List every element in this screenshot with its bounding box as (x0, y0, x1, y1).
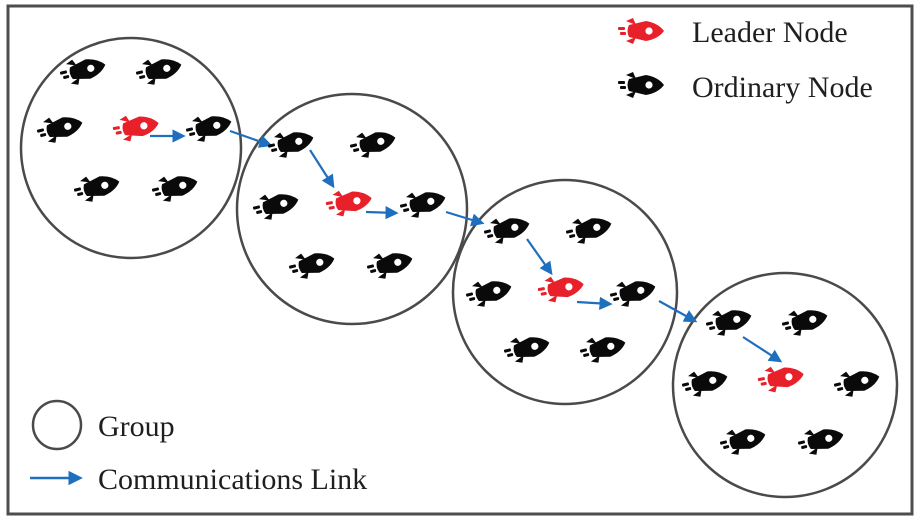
rocket-icon (577, 330, 629, 367)
rocket-icon-leader (324, 185, 374, 219)
rocket-icon (679, 364, 731, 401)
legend-leader-label: Leader Node (692, 16, 848, 49)
legend-group-label: Group (98, 410, 175, 443)
legend-ordinary-label: Ordinary Node (692, 71, 873, 104)
rocket-icon (183, 109, 235, 146)
rocket-icon (286, 246, 338, 283)
rocket-icon (34, 110, 86, 147)
group-circle-4 (671, 271, 899, 499)
link-arrow (445, 210, 485, 227)
group-legend-icon (31, 399, 83, 451)
rocket-icon (250, 187, 302, 224)
rocket-icon (795, 422, 847, 459)
rocket-icon (149, 169, 201, 206)
rocket-icon (779, 303, 831, 340)
rocket-icon (563, 211, 615, 248)
legend-top: Leader Node Ordinary Node (618, 16, 873, 104)
rocket-icon (501, 330, 553, 367)
rocket-icon-leader (111, 110, 161, 144)
link-arrow (365, 206, 399, 220)
link-arrow (742, 336, 783, 363)
group-circle-1 (19, 36, 243, 260)
rocket-icon (397, 185, 449, 222)
rocket-icon (265, 125, 317, 162)
rocket-icon (607, 274, 659, 311)
rocket-icon (57, 52, 109, 89)
link-arrow (526, 238, 553, 276)
rocket-icon (703, 303, 755, 340)
link-arrow (576, 296, 613, 310)
rocket-icon (71, 169, 123, 206)
rocket-icon (133, 52, 185, 89)
link-arrow (229, 129, 273, 148)
communication-links (150, 129, 783, 363)
diagram-frame (6, 4, 914, 516)
group-circle-2 (235, 92, 469, 326)
rocket-icon (364, 246, 416, 283)
leader-node-legend-icon (618, 18, 664, 44)
rocket-icon-leader (756, 361, 806, 395)
link-arrow (658, 300, 698, 323)
rocket-icon (831, 364, 883, 401)
rocket-icon (347, 125, 399, 162)
ordinary-node-legend-icon (618, 72, 664, 98)
rocket-icon-leader (536, 271, 586, 305)
link-arrow (309, 149, 335, 189)
rocket-icon (481, 211, 533, 248)
rocket-icon (463, 274, 515, 311)
group-circle-3 (451, 178, 679, 406)
legend-bottom: Group Communications Link (30, 399, 367, 496)
legend-link-label: Communications Link (98, 463, 367, 496)
rocket-icon (717, 422, 769, 459)
